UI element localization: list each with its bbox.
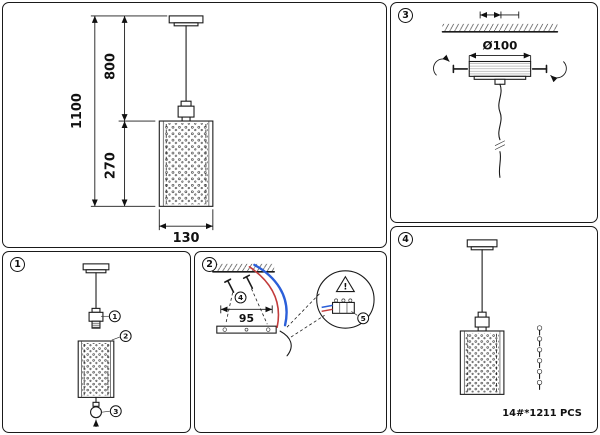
- callout-socket: 1: [108, 310, 121, 323]
- callout-terminal: 5: [357, 312, 370, 325]
- panel-number-badge: 2: [202, 257, 217, 272]
- parts-drawing: 1 2 3: [77, 263, 132, 428]
- lamp-socket: [177, 105, 195, 118]
- rotation-arrow-icon: [433, 54, 450, 76]
- screw-spacing-marks: [479, 11, 520, 19]
- panel-parts-view: 1: [2, 251, 191, 433]
- diameter-dimension-line: [468, 52, 532, 62]
- dim-total-height: 1100: [70, 93, 85, 129]
- dimension-lines: 1100 800 270 130: [70, 15, 214, 246]
- mounting-screw-icon: [224, 278, 235, 293]
- callout-bracket: 4: [234, 291, 247, 304]
- callout-shade: 2: [119, 330, 132, 342]
- side-screw-left: [433, 54, 469, 76]
- assembled-lamp: [459, 239, 505, 395]
- socket-thread: [91, 320, 101, 329]
- warning-mark: !: [343, 283, 347, 293]
- shade-texture: [465, 332, 499, 393]
- svg-text:1: 1: [112, 312, 117, 321]
- panel-dimension-view: 1100 800 270 130: [2, 2, 387, 248]
- mounting-bracket: [216, 325, 277, 334]
- hanging-wire: [494, 83, 506, 178]
- dim-shade-width: 130: [173, 231, 200, 246]
- lamp-socket: [474, 316, 490, 328]
- ceiling-canopy: [82, 263, 110, 271]
- svg-text:5: 5: [361, 314, 366, 323]
- shade-texture: [82, 342, 110, 396]
- side-screw-right: [531, 61, 567, 83]
- svg-text:2: 2: [123, 332, 128, 341]
- wire-black: [279, 330, 292, 357]
- hole-spacing-dimension: 95: [220, 305, 273, 325]
- terminal-block: [331, 298, 355, 314]
- wire-red: [248, 266, 280, 328]
- panel-number-badge: 4: [398, 232, 413, 247]
- svg-text:3: 3: [113, 407, 118, 416]
- warning-triangle-icon: [335, 275, 356, 293]
- callout-bulb: 3: [109, 405, 122, 418]
- magnified-detail: ! 5: [316, 270, 375, 329]
- ceiling-canopy: [466, 239, 498, 248]
- panel-number-badge: 1: [10, 257, 25, 272]
- hardware-spec-label: 14#*12: [502, 408, 543, 419]
- screws-strip: [536, 325, 543, 390]
- pendant-lamp-side-view: [158, 15, 214, 207]
- panel-mounting-view: 2: [194, 251, 387, 433]
- hardware-qty-label: 11 PCS: [543, 408, 582, 419]
- assembled-drawing: 14#*12 11 PCS: [459, 239, 582, 419]
- rotation-arrow-icon: [550, 61, 567, 83]
- shade-texture: [164, 123, 208, 205]
- dim-hole-spacing: 95: [239, 312, 254, 325]
- ceiling-detail-drawing: Ø100: [433, 11, 567, 178]
- bulb-icon: [90, 406, 102, 419]
- exploded-lamp: [77, 263, 115, 428]
- dim-canopy-diameter: Ø100: [482, 39, 517, 53]
- wire-blue: [253, 263, 288, 327]
- ceiling-surface: [441, 23, 559, 33]
- panel-assembled-view: 4: [390, 226, 598, 433]
- panel-number-badge: 3: [398, 8, 413, 23]
- dim-cord-length: 800: [104, 53, 119, 80]
- panel-ceiling-detail: 3: [390, 2, 598, 223]
- mounting-drawing: 4 95 !: [212, 263, 375, 357]
- mounting-screw-icon: [242, 274, 254, 289]
- svg-text:4: 4: [238, 293, 243, 302]
- dimension-drawing: 1100 800 270 130: [70, 15, 214, 246]
- wire-stub-red: [321, 308, 333, 313]
- ceiling-canopy: [168, 15, 204, 24]
- dim-shade-height: 270: [104, 152, 119, 179]
- wire-stub-blue: [321, 304, 333, 309]
- canopy-cup: [468, 60, 532, 85]
- lamp-socket: [88, 311, 104, 322]
